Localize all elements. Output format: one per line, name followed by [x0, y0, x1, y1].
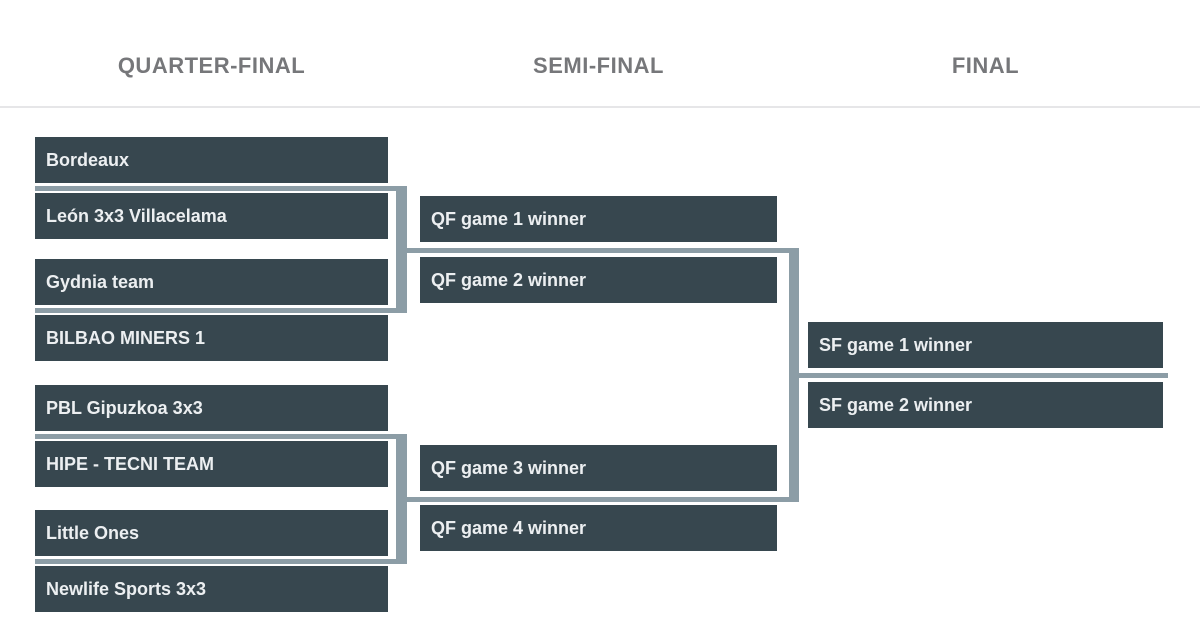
connector-qf-pair2-line	[35, 308, 407, 313]
column-header-semi-final: SEMI-FINAL	[533, 53, 664, 78]
qf-slot-pbl-gipuzkoa-3x3[interactable]: PBL Gipuzkoa 3x3	[35, 385, 388, 431]
connector-qf-pair3-line	[35, 434, 407, 439]
sf-slot-qf-game-1-winner[interactable]: QF game 1 winner	[420, 196, 777, 242]
sf-slot-qf-game-4-winner[interactable]: QF game 4 winner	[420, 505, 777, 551]
qf-slot-bilbao-miners-1[interactable]: BILBAO MINERS 1	[35, 315, 388, 361]
qf-slot-hipe-tecni-team[interactable]: HIPE - TECNI TEAM	[35, 441, 388, 487]
connector-qf-pair1-line	[35, 186, 407, 191]
qf-slot-gydnia-team[interactable]: Gydnia team	[35, 259, 388, 305]
sf-slot-qf-game-3-winner[interactable]: QF game 3 winner	[420, 445, 777, 491]
connector-qf-pair4-line	[35, 559, 407, 564]
header-divider	[0, 106, 1200, 108]
sf-slot-qf-game-2-winner[interactable]: QF game 2 winner	[420, 257, 777, 303]
connector-sf-pair2-line	[396, 497, 799, 502]
final-slot-sf-game-1-winner[interactable]: SF game 1 winner	[808, 322, 1163, 368]
qf-slot-newlife-sports-3x3[interactable]: Newlife Sports 3x3	[35, 566, 388, 612]
qf-slot-little-ones[interactable]: Little Ones	[35, 510, 388, 556]
connector-final-line	[789, 373, 1168, 378]
final-slot-sf-game-2-winner[interactable]: SF game 2 winner	[808, 382, 1163, 428]
connector-sf-pair1-line	[396, 248, 799, 253]
qf-slot-leon-3x3-villacelama[interactable]: León 3x3 Villacelama	[35, 193, 388, 239]
column-header-final: FINAL	[951, 53, 1020, 78]
column-header-quarter-final: QUARTER-FINAL	[117, 53, 306, 78]
qf-slot-bordeaux[interactable]: Bordeaux	[35, 137, 388, 183]
